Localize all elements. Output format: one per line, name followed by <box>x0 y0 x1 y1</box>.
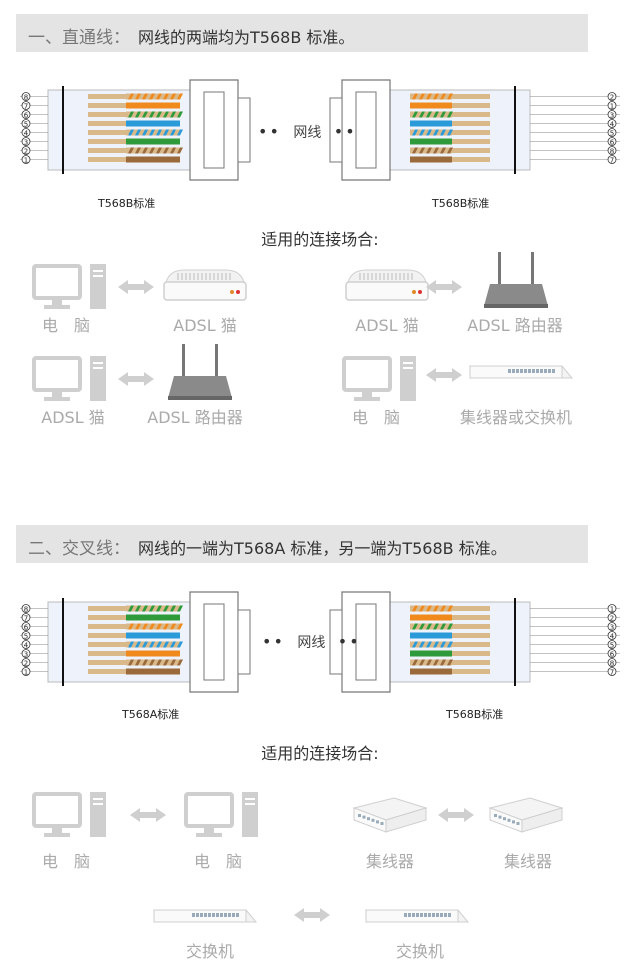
svg-text:1: 1 <box>610 103 614 111</box>
svg-text:2: 2 <box>24 660 28 668</box>
label-hub: 集线器 <box>365 852 414 871</box>
section1-left-standard: T568B标准 <box>98 197 156 210</box>
label-modem: ADSL 猫 <box>173 316 237 335</box>
section2-banner: 二、交叉线： 网线的一端为T568A 标准，另一端为T568B 标准。 <box>16 525 588 563</box>
router-icon <box>168 344 232 400</box>
dots-left: •• <box>262 632 285 651</box>
section2-title: 二、交叉线： <box>28 539 130 559</box>
svg-text:6: 6 <box>24 624 29 632</box>
svg-text:6: 6 <box>24 112 29 120</box>
svg-text:4: 4 <box>24 130 29 138</box>
svg-text:3: 3 <box>24 651 28 659</box>
computer-icon <box>32 792 106 837</box>
svg-text:1: 1 <box>610 606 614 614</box>
switch-icon <box>468 365 574 379</box>
computer-icon <box>342 356 416 401</box>
section1-usage-heading: 适用的连接场合: <box>261 230 379 249</box>
hub-icon <box>488 797 564 833</box>
svg-text:2: 2 <box>610 615 614 623</box>
label-hub: 集线器 <box>503 852 552 871</box>
section2-right-standard: T568B标准 <box>446 708 504 721</box>
double-arrow-icon <box>130 808 166 822</box>
computer-icon <box>32 356 106 401</box>
svg-text:1: 1 <box>24 669 28 677</box>
svg-text:8: 8 <box>610 148 614 156</box>
dots-left: •• <box>258 122 281 141</box>
label-router: ADSL 路由器 <box>147 408 243 427</box>
svg-text:4: 4 <box>610 121 615 129</box>
cable-word: 网线 <box>293 125 322 141</box>
svg-text:3: 3 <box>610 624 614 632</box>
label-modem: ADSL 猫 <box>355 316 419 335</box>
label-switch: 交换机 <box>185 942 234 961</box>
label-router: ADSL 路由器 <box>467 316 563 335</box>
switch-icon <box>364 909 470 923</box>
svg-text:7: 7 <box>24 103 28 111</box>
dots-right: •• <box>333 122 357 141</box>
adsl-modem-icon <box>345 269 429 301</box>
section2-usage-heading: 适用的连接场合: <box>261 744 379 763</box>
svg-text:5: 5 <box>610 642 614 650</box>
label-computer: 电 脑 <box>41 316 90 335</box>
svg-text:8: 8 <box>24 94 28 102</box>
svg-text:7: 7 <box>24 615 28 623</box>
double-arrow-icon <box>426 280 462 294</box>
router-icon <box>484 252 548 308</box>
label-computer: 电 脑 <box>351 408 400 427</box>
dots-right: •• <box>337 632 361 651</box>
label-switch: 集线器或交换机 <box>459 408 572 427</box>
hub-icon <box>352 797 428 833</box>
double-arrow-icon <box>118 280 154 294</box>
section1-desc: 网线的两端均为T568B 标准。 <box>138 28 355 47</box>
double-arrow-icon <box>438 808 474 822</box>
label-computer: 电 脑 <box>193 852 242 871</box>
svg-text:2: 2 <box>610 94 614 102</box>
svg-text:8: 8 <box>610 660 614 668</box>
computer-icon <box>32 264 106 309</box>
cable-word: 网线 <box>297 635 326 651</box>
svg-text:6: 6 <box>610 651 615 659</box>
svg-text:3: 3 <box>610 112 614 120</box>
svg-text:5: 5 <box>610 130 614 138</box>
svg-text:1: 1 <box>24 157 28 165</box>
computer-icon <box>184 792 258 837</box>
double-arrow-icon <box>118 372 154 386</box>
double-arrow-icon <box>294 908 330 922</box>
section2-cable-label: •• 网线 •• <box>262 632 361 652</box>
label-modem: ADSL 猫 <box>41 408 105 427</box>
svg-text:4: 4 <box>610 633 615 641</box>
double-arrow-icon <box>426 368 462 382</box>
section2-left-standard: T568A标准 <box>122 708 180 721</box>
section1-cable-label: •• 网线 •• <box>258 122 357 142</box>
svg-text:8: 8 <box>24 606 28 614</box>
svg-text:2: 2 <box>24 148 28 156</box>
switch-icon <box>152 909 258 923</box>
adsl-modem-icon <box>163 269 247 301</box>
svg-text:5: 5 <box>24 121 28 129</box>
svg-text:7: 7 <box>610 157 614 165</box>
svg-text:6: 6 <box>610 139 615 147</box>
section1-banner: 一、直通线： 网线的两端均为T568B 标准。 <box>16 14 588 52</box>
section1-right-standard: T568B标准 <box>432 197 490 210</box>
section1-title: 一、直通线： <box>28 28 130 48</box>
svg-text:4: 4 <box>24 642 29 650</box>
svg-text:7: 7 <box>610 669 614 677</box>
label-switch: 交换机 <box>395 942 444 961</box>
svg-text:3: 3 <box>24 139 28 147</box>
label-computer: 电 脑 <box>41 852 90 871</box>
svg-text:5: 5 <box>24 633 28 641</box>
section2-desc: 网线的一端为T568A 标准，另一端为T568B 标准。 <box>138 539 507 558</box>
